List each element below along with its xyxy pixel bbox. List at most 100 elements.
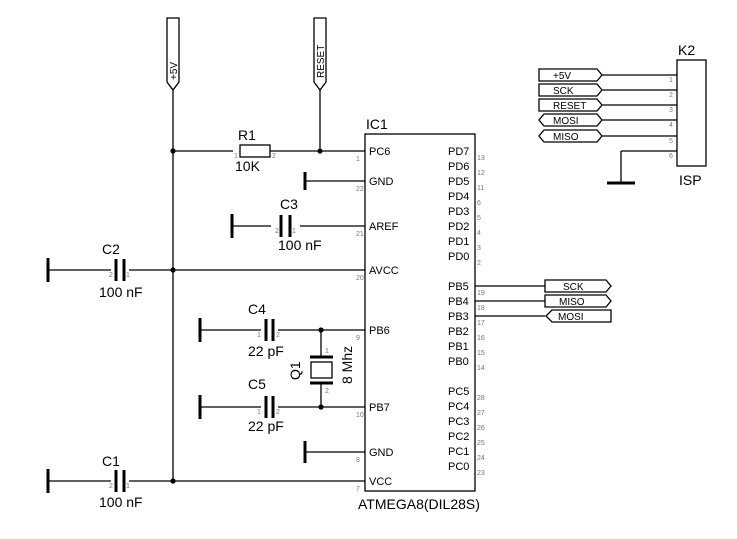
q1-value: 8 Mhz bbox=[339, 346, 355, 384]
isp-flag bbox=[538, 113, 603, 127]
ic1-pin-pd4: PD4 bbox=[448, 191, 469, 203]
isp-pin-number: 3 bbox=[669, 107, 673, 114]
isp-pin-number: 4 bbox=[669, 122, 673, 129]
ic1-pin-number: 25 bbox=[477, 440, 485, 447]
ic1-pin-number: 6 bbox=[477, 200, 481, 207]
ic1-pin-number: 8 bbox=[356, 457, 360, 464]
c3-ref: C3 bbox=[280, 196, 298, 212]
ic1-pin-aref: AREF bbox=[369, 221, 399, 233]
c2-ref: C2 bbox=[102, 241, 120, 257]
reset-port-label: RESET bbox=[316, 45, 327, 78]
c2-pin1-number: 1 bbox=[126, 272, 130, 279]
k2-name: ISP bbox=[679, 172, 702, 188]
ic1-pin-avcc: AVCC bbox=[369, 265, 399, 277]
r1-ref: R1 bbox=[238, 127, 256, 143]
ic1-pin-number: 11 bbox=[477, 185, 484, 192]
ground-symbols bbox=[46, 172, 635, 493]
ic1-ref: IC1 bbox=[366, 116, 388, 132]
ic1-pin-number: 12 bbox=[477, 170, 485, 177]
q1-ref: Q1 bbox=[287, 361, 303, 380]
r1-value: 10K bbox=[235, 158, 261, 174]
ic1-right-pins: PD713PD612PD511PD46PD35PD24PD13PD02PB519… bbox=[448, 146, 485, 477]
c5-pin1-number: 1 bbox=[257, 409, 261, 416]
ic1-pin-number: 28 bbox=[477, 395, 485, 402]
isp-flag bbox=[538, 129, 603, 143]
r1-pin1-number: 1 bbox=[234, 153, 238, 160]
capacitor-c4: C4 22 pF 1 2 bbox=[248, 301, 284, 359]
ic1-pin-pc3: PC3 bbox=[448, 416, 469, 428]
ic1-pin-number: 26 bbox=[477, 425, 485, 432]
c3-pin2-number: 2 bbox=[275, 228, 279, 235]
isp-flag bbox=[538, 83, 603, 97]
reset-power-port: RESET bbox=[313, 17, 327, 92]
ic1-pin-number: 14 bbox=[477, 365, 485, 372]
sck-label: SCK bbox=[563, 282, 584, 293]
ic1-pin-number: 20 bbox=[356, 275, 364, 282]
ic1-pin-number: 18 bbox=[477, 305, 485, 312]
k2-ref: K2 bbox=[678, 42, 695, 58]
ic1-pin-number: 7 bbox=[356, 486, 360, 493]
ic1-pin-number: 27 bbox=[477, 410, 485, 417]
ic1-pin-pd7: PD7 bbox=[448, 146, 469, 158]
ic1-pin-pb2: PB2 bbox=[448, 326, 469, 338]
q1-pin2-number: 2 bbox=[325, 388, 329, 395]
ic1-part: ATMEGA8(DIL28S) bbox=[358, 496, 480, 512]
ic1-pin-pd0: PD0 bbox=[448, 251, 469, 263]
isp-flag bbox=[538, 98, 603, 112]
ic1-pin-number: 19 bbox=[477, 290, 485, 297]
c5-value: 22 pF bbox=[248, 418, 284, 434]
ic1-pin-number: 13 bbox=[477, 155, 485, 162]
c5-ref: C5 bbox=[248, 376, 266, 392]
vcc-port-label: +5V bbox=[169, 62, 180, 80]
capacitor-c3: C3 100 nF 1 2 bbox=[275, 196, 322, 253]
isp-signal-plus5v: +5V bbox=[553, 71, 571, 82]
ic1-pin-pb1: PB1 bbox=[448, 341, 469, 353]
ic1-pin-pd3: PD3 bbox=[448, 206, 469, 218]
ic1-pin-number: 22 bbox=[356, 186, 364, 193]
ic1-pin-number: 15 bbox=[477, 350, 485, 357]
ic1-pin-pd2: PD2 bbox=[448, 221, 469, 233]
c5-pin2-number: 2 bbox=[276, 409, 280, 416]
isp-signal-reset: RESET bbox=[553, 101, 586, 112]
ic1-pin-gnd: GND bbox=[369, 447, 394, 459]
isp-signal-miso: MISO bbox=[553, 132, 579, 143]
ic1-pin-pc5: PC5 bbox=[448, 386, 469, 398]
c1-pin1-number: 1 bbox=[126, 483, 130, 490]
ic1-pin-pd6: PD6 bbox=[448, 161, 469, 173]
ic1-pin-number: 9 bbox=[356, 335, 360, 342]
vcc-power-port: +5V bbox=[166, 17, 180, 92]
c1-value: 100 nF bbox=[99, 494, 143, 510]
capacitor-c1: C1 100 nF 1 2 bbox=[99, 453, 143, 510]
crystal-q1: Q1 8 Mhz 1 2 bbox=[287, 346, 355, 395]
ic1-pin-pb3: PB3 bbox=[448, 311, 469, 323]
capacitor-c5: C5 22 pF 1 2 bbox=[248, 376, 284, 434]
capacitor-c2: C2 100 nF 1 2 bbox=[99, 241, 143, 300]
ic1-pin-pc6: PC6 bbox=[369, 146, 390, 158]
isp-signal-sck: SCK bbox=[553, 86, 574, 97]
ic1-pin-pd1: PD1 bbox=[448, 236, 469, 248]
ic1-pin-number: 21 bbox=[356, 231, 364, 238]
r1-pin2-number: 2 bbox=[272, 153, 276, 160]
isp-pin-number: 1 bbox=[669, 77, 673, 84]
ic1-pin-number: 2 bbox=[477, 260, 481, 267]
ic1-pin-number: 4 bbox=[477, 230, 481, 237]
ic1-pin-pd5: PD5 bbox=[448, 176, 469, 188]
isp-flag bbox=[538, 68, 603, 82]
junction-dots bbox=[170, 148, 324, 484]
ic1-pin-gnd: GND bbox=[369, 176, 394, 188]
ic1-pin-pb7: PB7 bbox=[369, 402, 390, 414]
ic1-pin-pc1: PC1 bbox=[448, 446, 469, 458]
isp-signal-mosi: MOSI bbox=[553, 116, 579, 127]
mosi-label: MOSI bbox=[558, 312, 584, 323]
ic1-pin-number: 5 bbox=[477, 215, 481, 222]
isp-pin-number: 2 bbox=[669, 92, 673, 99]
ic1-pin-number: 1 bbox=[356, 156, 360, 163]
c4-value: 22 pF bbox=[248, 343, 284, 359]
ic1-pin-pc2: PC2 bbox=[448, 431, 469, 443]
